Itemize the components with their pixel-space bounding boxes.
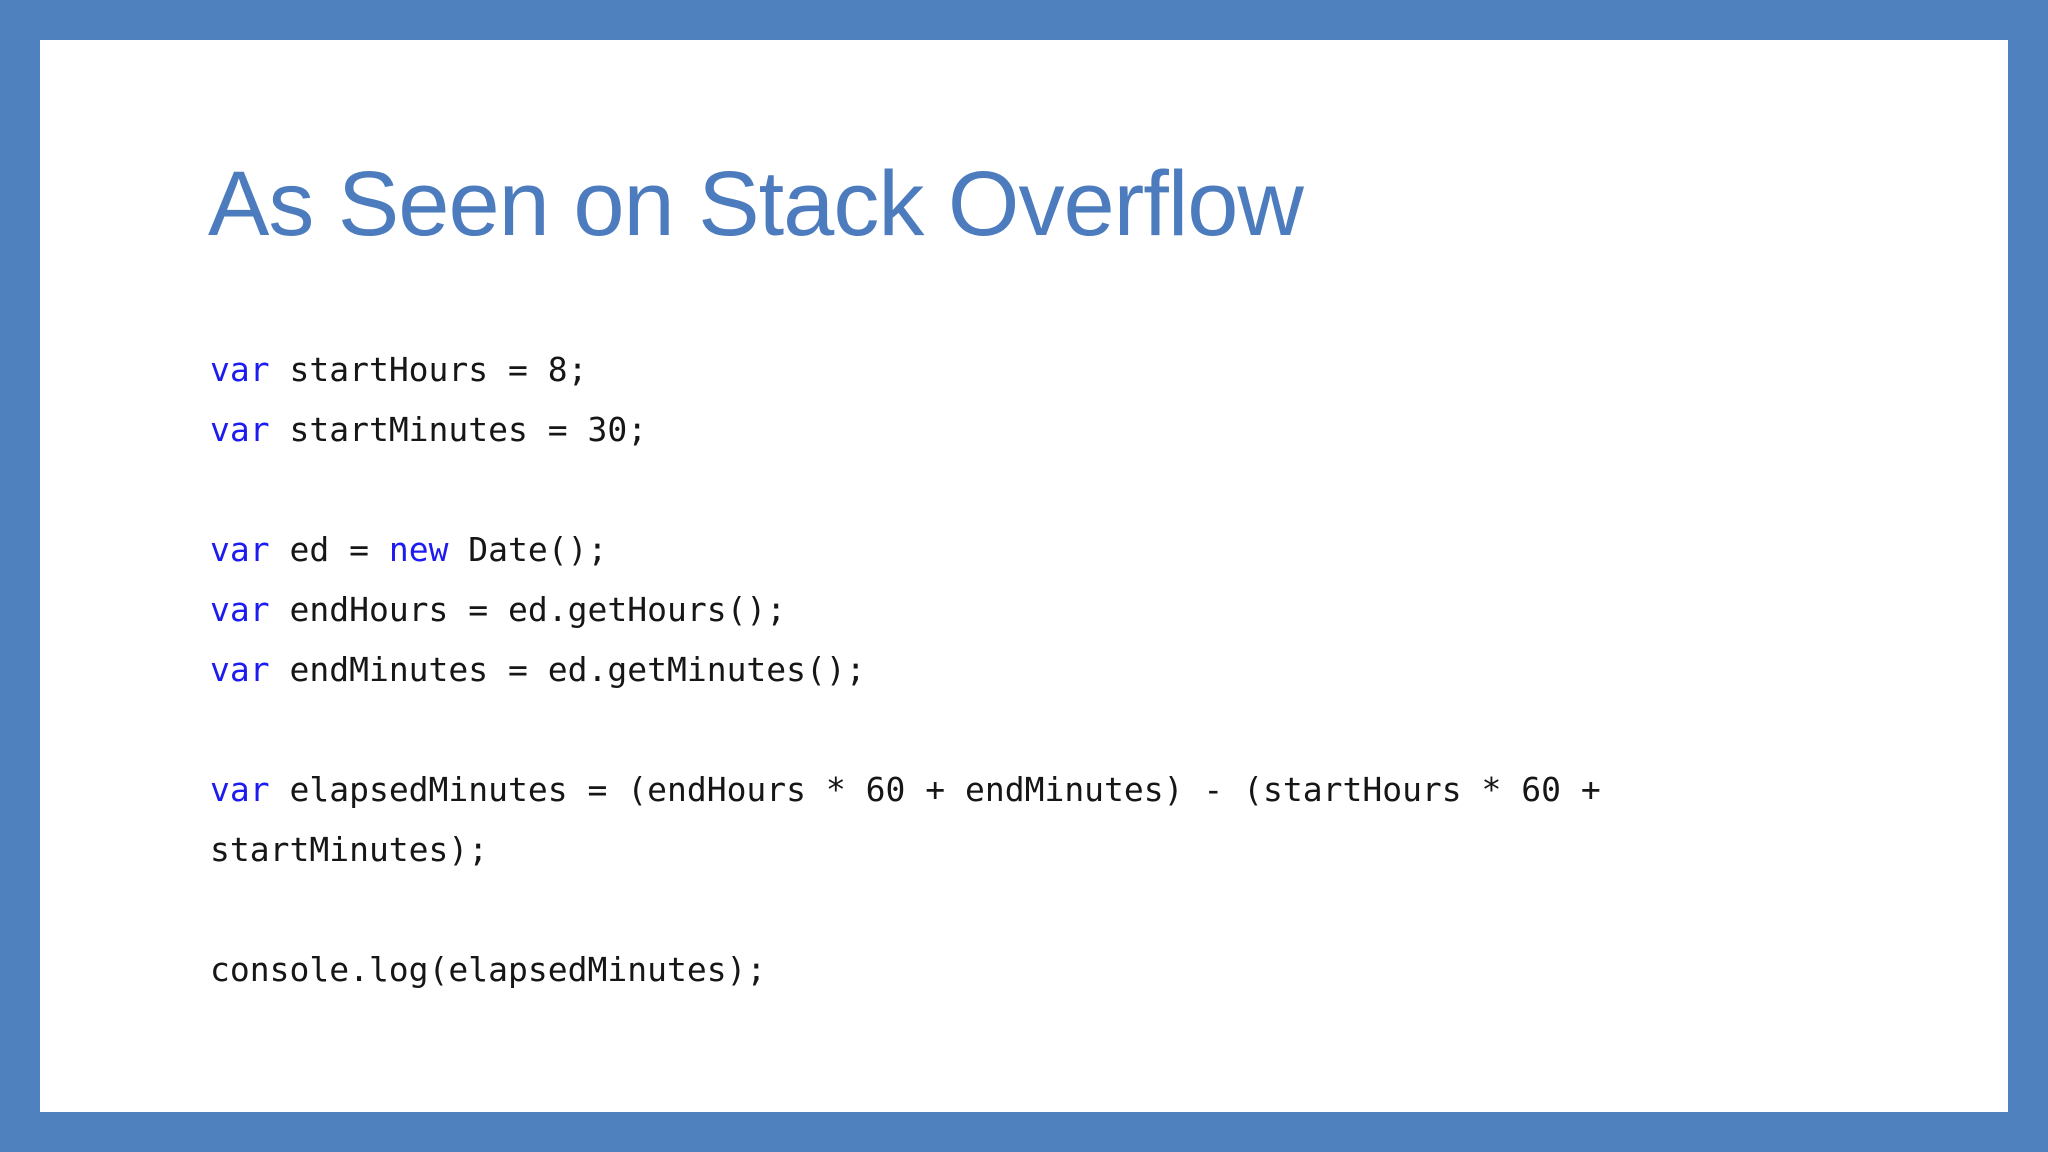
code-keyword: var	[210, 770, 270, 809]
code-blank-line	[210, 700, 1601, 760]
code-keyword: var	[210, 410, 270, 449]
code-text: endMinutes = ed.getMinutes();	[269, 650, 866, 689]
code-line: var endMinutes = ed.getMinutes();	[210, 640, 1601, 700]
code-keyword: var	[210, 350, 270, 389]
code-line: var elapsedMinutes = (endHours * 60 + en…	[210, 760, 1601, 820]
code-keyword: var	[210, 650, 270, 689]
code-blank-line	[210, 880, 1601, 940]
code-text: ed =	[269, 530, 389, 569]
code-text: Date();	[448, 530, 608, 569]
code-line: console.log(elapsedMinutes);	[210, 940, 1601, 1000]
code-text: endHours = ed.getHours();	[269, 590, 787, 629]
code-text: startHours = 8;	[269, 350, 588, 389]
code-text: elapsedMinutes = (endHours * 60 + endMin…	[269, 770, 1601, 809]
code-line: startMinutes);	[210, 820, 1601, 880]
code-line: var ed = new Date();	[210, 520, 1601, 580]
slide-canvas: As Seen on Stack Overflow var startHours…	[40, 40, 2008, 1112]
code-line: var startMinutes = 30;	[210, 400, 1601, 460]
code-keyword: new	[388, 530, 449, 569]
code-line: var endHours = ed.getHours();	[210, 580, 1601, 640]
slide-title: As Seen on Stack Overflow	[208, 153, 1304, 255]
code-text: startMinutes = 30;	[269, 410, 648, 449]
code-keyword: var	[210, 590, 270, 629]
code-line: var startHours = 8;	[210, 340, 1601, 400]
code-text: console.log(elapsedMinutes);	[210, 950, 767, 989]
code-block: var startHours = 8;var startMinutes = 30…	[210, 340, 1601, 1000]
code-text: startMinutes);	[210, 830, 489, 869]
code-blank-line	[210, 460, 1601, 520]
code-keyword: var	[210, 530, 270, 569]
